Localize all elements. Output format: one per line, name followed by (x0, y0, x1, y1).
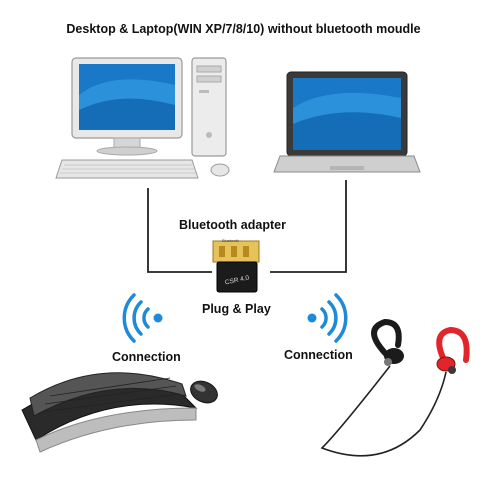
wireless-signal-right-icon (307, 293, 348, 343)
desktop-computer-icon (55, 57, 230, 179)
wireless-signal-left-icon (122, 293, 163, 343)
label-connection-left: Connection (112, 350, 181, 364)
wireless-mouse-icon (190, 380, 218, 404)
wireless-keyboard-icon (21, 372, 198, 453)
label-plug-and-play: Plug & Play (202, 302, 271, 316)
laptop-icon (273, 71, 421, 173)
label-bluetooth-adapter: Bluetooth adapter (179, 218, 286, 232)
label-connection-right: Connection (284, 348, 353, 362)
diagram-title: Desktop & Laptop(WIN XP/7/8/10) without … (66, 22, 421, 36)
bluetooth-adapter-icon: CSR 4.0 Bluetooth (212, 238, 260, 293)
adapter-brand-label: Bluetooth (222, 238, 239, 243)
bluetooth-earphones-icon (320, 318, 470, 457)
connector-lines (147, 180, 347, 273)
